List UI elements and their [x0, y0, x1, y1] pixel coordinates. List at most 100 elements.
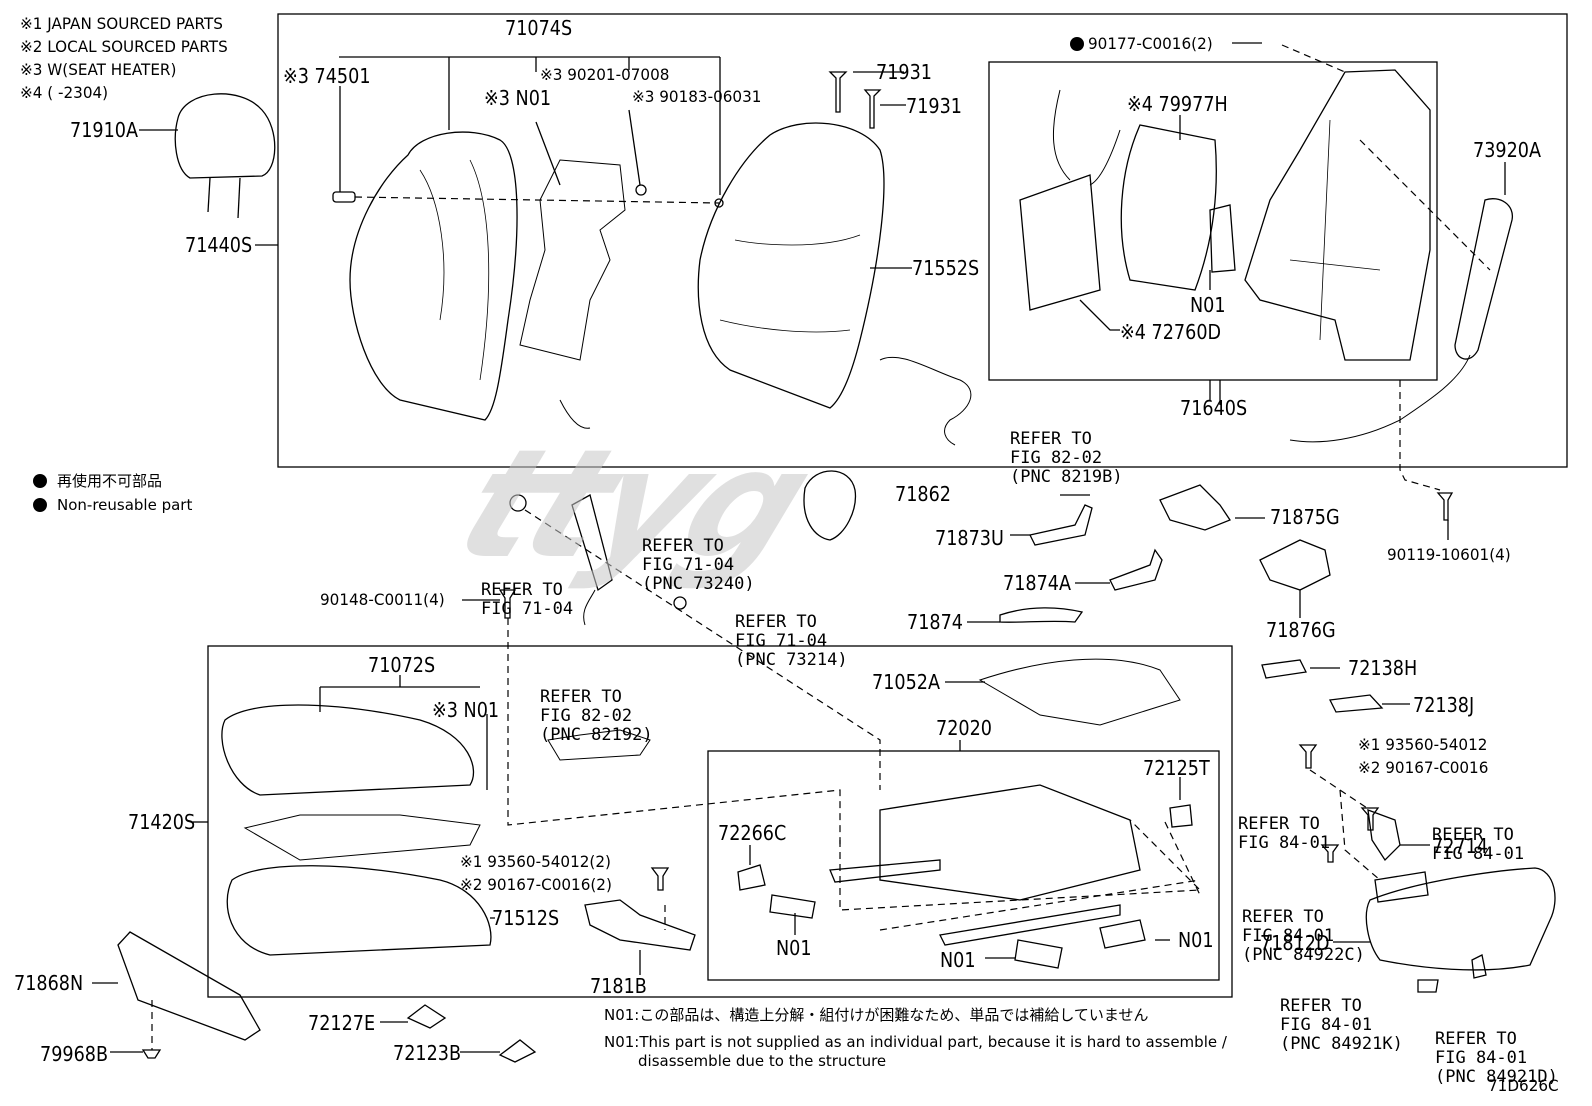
part-label-71875G[interactable]: 71875G — [1270, 505, 1340, 529]
part-label-90167-2[interactable]: ※2 90167-C0016(2) — [460, 875, 612, 894]
non-reusable-bullet-icon — [33, 474, 47, 488]
legend-note-1: ※1 JAPAN SOURCED PARTS — [20, 14, 223, 33]
switch-84922C — [1374, 871, 1429, 903]
part-label-n01-cushion[interactable]: ※3 N01 — [432, 698, 500, 722]
part-label-7181B[interactable]: 7181B — [590, 974, 647, 998]
bracket-7181B — [584, 899, 696, 951]
non-reusable-marker-icon — [1070, 37, 1084, 51]
non-reusable-jp: 再使用不可部品 — [57, 472, 163, 490]
seatback-cover-drawing — [349, 131, 518, 421]
cable-82192 — [547, 729, 651, 761]
clip-72125T — [1169, 804, 1193, 828]
part-label-71931-a[interactable]: 71931 — [876, 60, 932, 84]
non-reusable-bullet-icon — [33, 498, 47, 512]
part-label-n01-frame[interactable]: N01 — [1190, 293, 1226, 317]
part-label-72020[interactable]: 72020 — [936, 716, 992, 740]
part-label-72123B[interactable]: 72123B — [393, 1041, 462, 1065]
seat-frame-drawing — [1244, 69, 1431, 361]
legend-note-4: ※4 ( -2304) — [20, 83, 109, 102]
part-label-71052A[interactable]: 71052A — [872, 670, 941, 694]
footnote-n01-jp: N01:この部品は、構造上分解・組付けが困難なため、単品では補給していません — [604, 1006, 1149, 1024]
part-label-72138J[interactable]: 72138J — [1413, 693, 1475, 717]
cover-72138J — [1329, 694, 1384, 713]
harness-71052A — [978, 658, 1181, 726]
part-label-71420S[interactable]: 71420S — [128, 810, 196, 834]
side-trim-drawing — [1365, 867, 1556, 971]
part-label-71876G[interactable]: 71876G — [1266, 618, 1336, 642]
part-label-79977H[interactable]: ※4 79977H — [1127, 92, 1228, 116]
bolt-90167-2 — [650, 867, 670, 891]
legend-note-2: ※2 LOCAL SOURCED PARTS — [20, 37, 228, 56]
part-label-79968B[interactable]: 79968B — [40, 1042, 109, 1066]
bracket-71873U — [1029, 504, 1093, 546]
part-label-72714[interactable]: 72714 — [1432, 834, 1488, 858]
part-label-72760D[interactable]: ※4 72760D — [1120, 320, 1222, 344]
nut-73214-drawing — [673, 596, 687, 610]
part-label-72125T[interactable]: 72125T — [1143, 756, 1210, 780]
part-label-71072S[interactable]: 71072S — [368, 653, 436, 677]
part-label-93560-2[interactable]: ※1 93560-54012(2) — [460, 852, 611, 871]
part-label-71931-b[interactable]: 71931 — [906, 94, 962, 118]
part-label-71910A[interactable]: 71910A — [70, 118, 139, 142]
rail-drawing — [829, 859, 1121, 946]
clip-74501 — [332, 191, 356, 203]
part-label-90148[interactable]: 90148-C0011(4) — [320, 590, 445, 609]
part-label-71868N[interactable]: 71868N — [14, 971, 84, 995]
seat-adjuster-drawing — [879, 784, 1141, 901]
harness-drawing — [879, 356, 972, 446]
part-label-90119[interactable]: 90119-10601(4) — [1387, 545, 1511, 564]
cover-71874 — [999, 607, 1084, 623]
legend-note-3: ※3 W(SEAT HEATER) — [20, 60, 177, 79]
part-label-71552S[interactable]: 71552S — [912, 256, 980, 280]
part-label-72127E[interactable]: 72127E — [308, 1011, 376, 1035]
bracket-72266C — [737, 864, 766, 891]
bracket-71876G — [1259, 539, 1331, 591]
part-label-93560[interactable]: ※1 93560-54012 — [1358, 735, 1488, 754]
part-label-n01-motor-b[interactable]: N01 — [940, 948, 976, 972]
part-label-71440S[interactable]: 71440S — [185, 233, 253, 257]
clip-79968B — [141, 1049, 162, 1059]
part-label-71512S[interactable]: 71512S — [492, 906, 560, 930]
cushion-heater-drawing — [243, 814, 481, 861]
part-label-90201[interactable]: ※3 90201-07008 — [540, 65, 670, 84]
part-label-90177[interactable]: 90177-C0016(2) — [1088, 34, 1213, 53]
part-label-71074S[interactable]: 71074S — [505, 16, 573, 40]
seatback-group-box — [277, 13, 1568, 468]
part-label-73920A[interactable]: 73920A — [1473, 138, 1542, 162]
diagram-code: 71D626C — [1488, 1076, 1559, 1095]
part-label-71874[interactable]: 71874 — [907, 610, 963, 634]
part-label-n01-motor-c[interactable]: N01 — [1178, 928, 1214, 952]
part-label-71640S[interactable]: 71640S — [1180, 396, 1248, 420]
part-label-n01-motor-a[interactable]: N01 — [776, 936, 812, 960]
cover-72138H — [1261, 659, 1307, 679]
part-label-71812D[interactable]: 71812D — [1260, 931, 1330, 955]
part-label-71874A[interactable]: 71874A — [1003, 571, 1072, 595]
bolt-fig8401 — [1320, 844, 1340, 863]
part-label-n01-heater[interactable]: ※3 N01 — [484, 86, 552, 110]
part-label-72138H[interactable]: 72138H — [1348, 656, 1418, 680]
bolt-90119 — [1436, 492, 1454, 521]
part-label-72266C[interactable]: 72266C — [718, 821, 787, 845]
part-label-90167[interactable]: ※2 90167-C0016 — [1358, 758, 1489, 777]
part-label-90183[interactable]: ※3 90183-06031 — [632, 87, 762, 106]
part-label-74501[interactable]: ※3 74501 — [283, 64, 371, 88]
part-label-71873U[interactable]: 71873U — [935, 526, 1004, 550]
bolt-fig8401-b — [1360, 807, 1380, 831]
bolt-93560 — [1298, 744, 1318, 769]
part-label-71862[interactable]: 71862 — [895, 482, 951, 506]
motor-n01-c — [1099, 919, 1146, 949]
heater-drawing — [519, 159, 626, 361]
mat-79977H-drawing — [1120, 124, 1217, 291]
clip-72127E — [406, 1004, 447, 1029]
